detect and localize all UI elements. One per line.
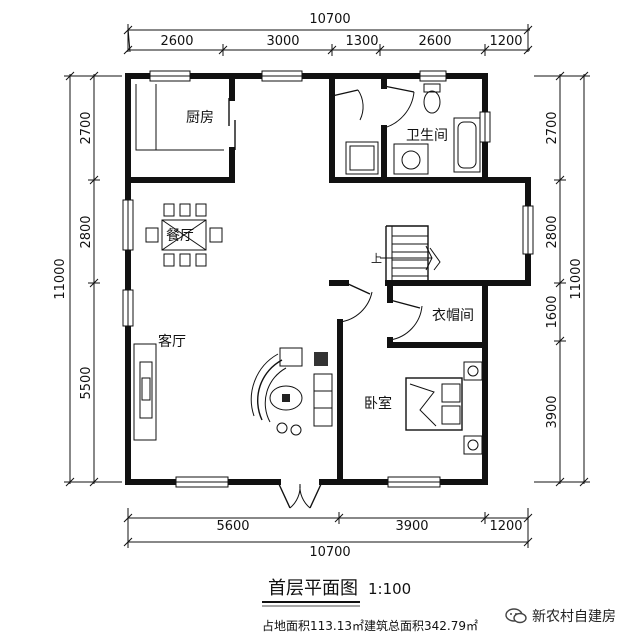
room-label-bedroom: 卧室: [364, 395, 392, 412]
dim-right-segment: 2800: [545, 215, 560, 248]
dim-left-segment: 2800: [79, 215, 94, 248]
dim-bottom-segment: 3900: [395, 519, 428, 534]
room-label-dining: 餐厅: [166, 228, 194, 244]
watermark-text: 新农村自建房: [532, 609, 616, 625]
dim-left-segment: 2700: [79, 111, 94, 144]
dim-bottom-segment: 1200: [489, 519, 522, 534]
interior-walls: [125, 73, 488, 485]
tv-cabinet: [133, 343, 157, 441]
wechat-logo-icon: [505, 608, 527, 624]
dim-top-segment: 1300: [345, 34, 378, 49]
drawing-scale: 1:100: [368, 580, 411, 598]
dim-top-segment: 1200: [489, 34, 522, 49]
dim-bottom-total: 10700: [309, 545, 350, 560]
dim-top-segment: 2600: [418, 34, 451, 49]
sofa-set: [250, 347, 333, 436]
dim-top-total: 10700: [309, 12, 350, 27]
kitchen-counter: [135, 84, 224, 151]
room-label-bathroom: 卫生间: [406, 128, 448, 144]
stair-up-label: 上: [371, 252, 382, 265]
dining-table: [145, 203, 223, 267]
staircase: 上: [371, 225, 441, 283]
windows: [122, 70, 534, 488]
room-label-kitchen: 厨房: [186, 110, 214, 126]
dim-right-segment: 1600: [545, 295, 560, 328]
exterior-walls: [125, 73, 531, 485]
dim-right-segment: 2700: [545, 111, 560, 144]
bathroom-fixtures: [345, 83, 481, 175]
title-block: 首层平面图 1:100 占地面积113.13㎡建筑总面积342.79㎡: [262, 578, 478, 633]
dim-right-total: 11000: [569, 258, 584, 299]
dim-right-segment: 3900: [545, 395, 560, 428]
watermark: 新农村自建房: [505, 606, 616, 626]
dim-left-segment: 5500: [79, 366, 94, 399]
bed: [405, 361, 483, 455]
dim-top-segment: 2600: [160, 34, 193, 49]
dim-top-segment: 3000: [266, 34, 299, 49]
top-dimension-chain: 10700 2600 3000 1300 2600 1200: [123, 12, 533, 56]
room-label-cloakroom: 衣帽间: [432, 308, 474, 324]
left-dimension-chain: 11000 2700 2800 5500: [53, 71, 122, 487]
dim-bottom-segment: 5600: [216, 519, 249, 534]
bottom-dimension-chain: 5600 3900 1200 10700: [123, 508, 533, 560]
room-label-living: 客厅: [158, 333, 186, 350]
dim-left-total: 11000: [53, 258, 68, 299]
right-dimension-chain: 2700 2800 1600 3900 11000: [534, 71, 590, 487]
doors: [228, 85, 423, 509]
drawing-title: 首层平面图: [268, 578, 358, 599]
area-note: 占地面积113.13㎡建筑总面积342.79㎡: [262, 618, 478, 633]
